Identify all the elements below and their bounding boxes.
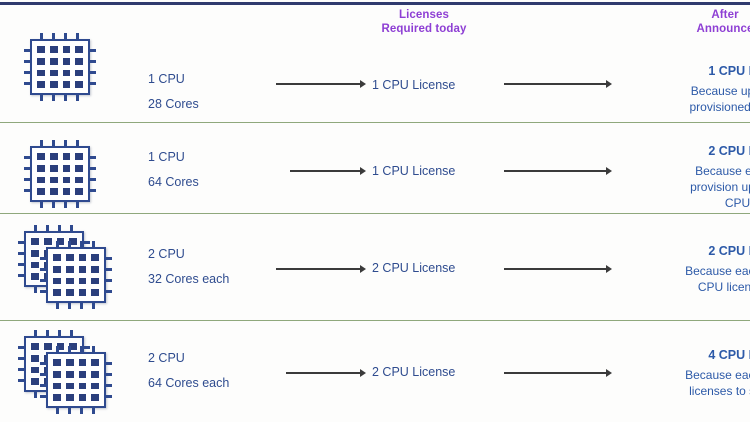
cpu-chip-icon [24, 33, 96, 101]
arrow-icon [290, 166, 366, 176]
arrow-icon [504, 166, 612, 176]
row-divider-3 [0, 320, 750, 321]
row-divider-1 [0, 122, 750, 123]
after-announcement-cell: 1 CPU Lic Because up to 32provisioned wi… [620, 64, 750, 115]
spec-cpu-count: 1 CPU [148, 150, 185, 164]
cpu-chip-icon [40, 241, 112, 309]
after-license-body: Because each CPUCPU license of [685, 264, 750, 294]
table-row: 2 CPU 64 Cores each 2 CPU License 4 CPU … [0, 321, 750, 422]
after-announcement-cell: 4 CPU Lic Because each CPUlicenses to su… [620, 348, 750, 399]
spec-cpu-count: 2 CPU [148, 247, 185, 261]
column-header-licenses-required-today: Licenses Required today [359, 8, 489, 36]
spec-core-count: 28 Cores [148, 97, 199, 111]
cpu-icon-cell [12, 214, 142, 320]
cpu-spec-cell: 2 CPU 64 Cores each [148, 346, 229, 396]
license-today-value: 1 CPU License [372, 164, 456, 178]
row-divider-2 [0, 213, 750, 214]
cpu-icon-cell [12, 123, 142, 213]
cpu-icon-cell [12, 5, 142, 122]
cpu-chip-icon [40, 346, 112, 414]
license-today-value: 2 CPU License [372, 365, 456, 379]
arrow-icon [286, 368, 366, 378]
arrow-icon [504, 368, 612, 378]
spec-cpu-count: 1 CPU [148, 72, 185, 86]
spec-cpu-count: 2 CPU [148, 351, 185, 365]
spec-core-count: 32 Cores each [148, 272, 230, 286]
column-header-licenses-line2: Required today [381, 23, 467, 35]
table-row: 1 CPU 64 Cores 1 CPU License 2 CPU Lic B… [0, 123, 750, 213]
after-license-body: Because each liprovision up to 32CPU [690, 164, 750, 210]
arrow-icon [504, 79, 612, 89]
after-announcement-cell: 2 CPU Lic Because each CPUCPU license of [620, 244, 750, 295]
after-license-title: 2 CPU Lic [708, 144, 750, 158]
cpu-spec-cell: 1 CPU 28 Cores [148, 67, 199, 117]
license-today-value: 1 CPU License [372, 78, 456, 92]
arrow-icon [276, 264, 366, 274]
column-header-after-line2: Announce [696, 23, 750, 35]
after-license-title: 4 CPU Lic [708, 348, 750, 362]
cpu-spec-cell: 1 CPU 64 Cores [148, 145, 199, 195]
spec-core-count: 64 Cores [148, 175, 199, 189]
cpu-chip-icon [24, 140, 96, 208]
after-announcement-cell: 2 CPU Lic Because each liprovision up to… [620, 144, 750, 211]
after-license-body: Because each CPUlicenses to suppor [685, 368, 750, 398]
table-row: 2 CPU 32 Cores each 2 CPU License 2 CPU … [0, 214, 750, 320]
after-license-body: Because up to 32provisioned with 1 [689, 84, 750, 114]
table-row: 1 CPU 28 Cores 1 CPU License 1 CPU Lic B… [0, 5, 750, 122]
column-header-after-line1: After [711, 9, 739, 21]
arrow-icon [276, 79, 366, 89]
license-today-value: 2 CPU License [372, 261, 456, 275]
cpu-icon-cell [12, 321, 142, 422]
spec-core-count: 64 Cores each [148, 376, 230, 390]
column-header-licenses-line1: Licenses [398, 9, 450, 21]
after-license-title: 1 CPU Lic [708, 64, 750, 78]
top-rule-divider [0, 2, 750, 5]
after-license-title: 2 CPU Lic [708, 244, 750, 258]
cpu-spec-cell: 2 CPU 32 Cores each [148, 242, 229, 292]
column-header-after-announcement: After Announce [655, 8, 750, 36]
arrow-icon [504, 264, 612, 274]
